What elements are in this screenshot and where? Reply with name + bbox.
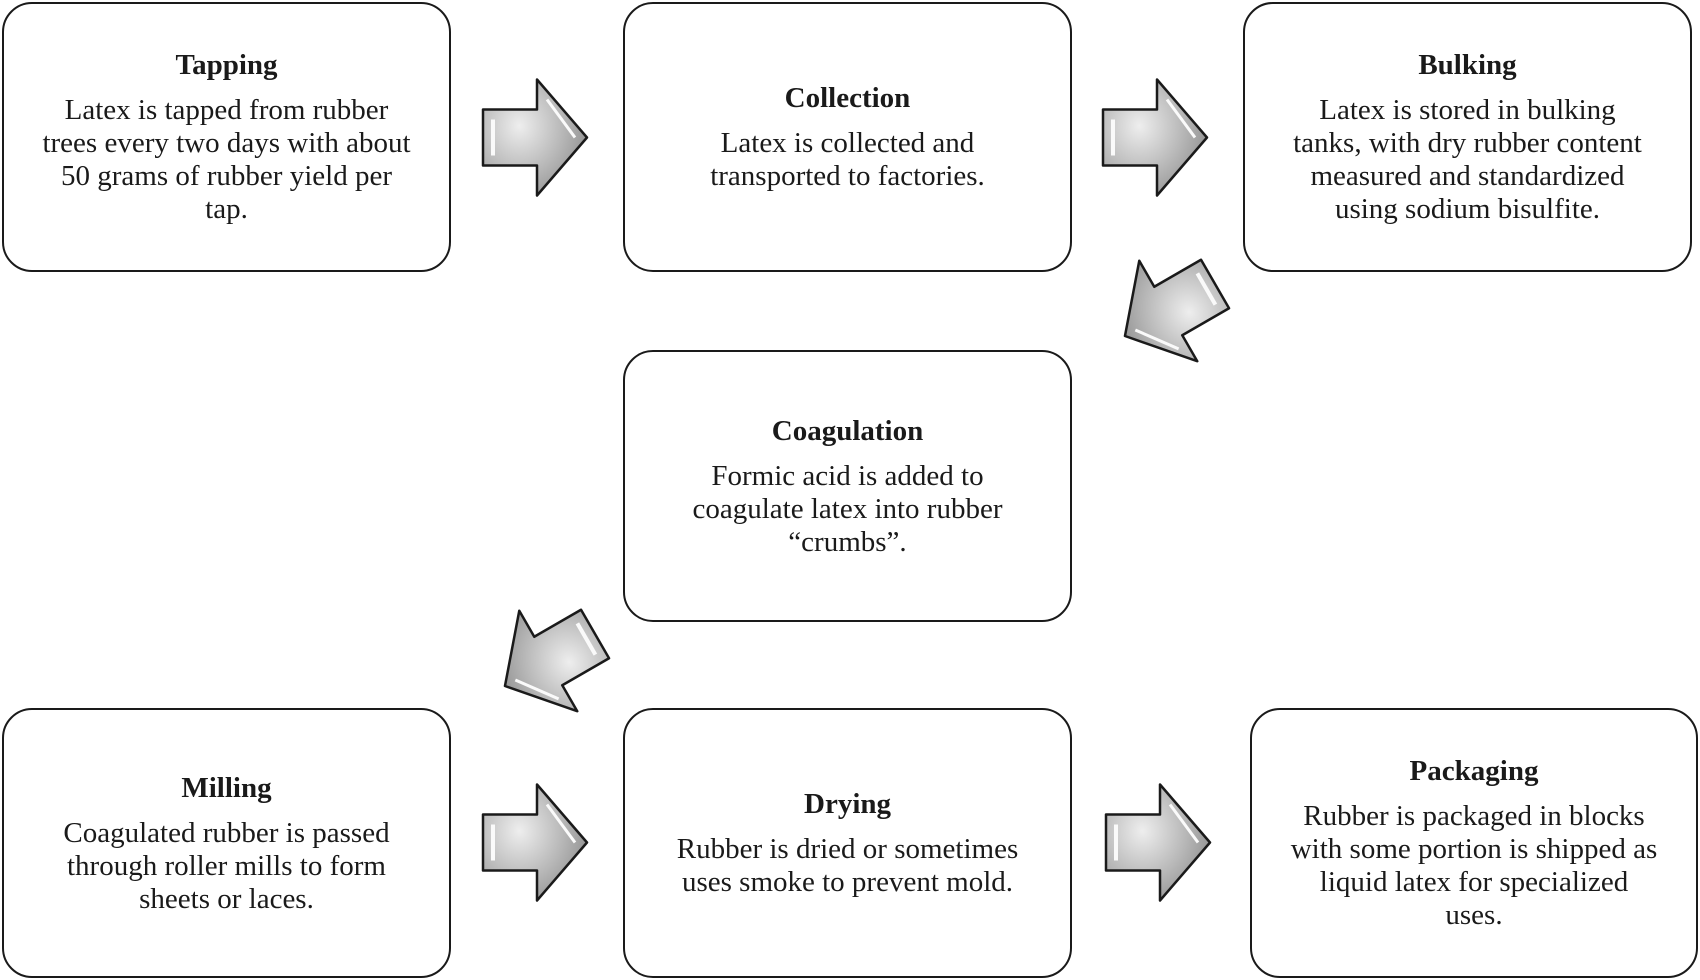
step-description: Latex is stored in bulking tanks, with d… bbox=[1293, 94, 1642, 226]
desc-line: uses smoke to prevent mold. bbox=[681, 866, 1014, 898]
desc-line: Latex is collected and bbox=[720, 127, 975, 159]
desc-line: 50 grams of rubber yield per bbox=[61, 160, 392, 192]
desc-line: sheets or laces. bbox=[139, 882, 314, 915]
desc-line: Formic acid is added to bbox=[711, 459, 984, 492]
step-title: Packaging bbox=[1409, 755, 1539, 787]
desc-line: using sodium bisulfite. bbox=[1334, 193, 1601, 225]
step-tapping: Tapping Latex is tapped from rubber tree… bbox=[2, 2, 451, 272]
desc-line: trees every two days with about bbox=[42, 127, 411, 159]
arrow-right-icon bbox=[481, 783, 589, 902]
desc-line: coagulate latex into rubber bbox=[692, 492, 1003, 525]
step-drying: Drying Rubber is dried or sometimes uses… bbox=[623, 708, 1072, 978]
desc-line: Coagulated rubber is passed bbox=[63, 816, 390, 849]
desc-line: Latex is stored in bulking bbox=[1319, 94, 1616, 126]
step-milling: Milling Coagulated rubber is passed thro… bbox=[2, 708, 451, 978]
step-title: Drying bbox=[804, 788, 891, 820]
arrow-right-icon bbox=[1101, 78, 1209, 197]
step-packaging: Packaging Rubber is packaged in blocks w… bbox=[1250, 708, 1698, 978]
arrow-right-icon bbox=[1104, 783, 1212, 902]
step-title: Bulking bbox=[1418, 49, 1517, 81]
desc-line: “crumbs”. bbox=[788, 525, 907, 558]
step-title: Tapping bbox=[175, 49, 278, 81]
step-coagulation: Coagulation Formic acid is added to coag… bbox=[623, 350, 1072, 622]
step-description: Coagulated rubber is passed through roll… bbox=[63, 817, 389, 916]
desc-line: transported to factories. bbox=[710, 160, 985, 192]
step-title: Collection bbox=[784, 82, 911, 114]
step-title: Milling bbox=[181, 771, 272, 804]
desc-line: tap. bbox=[205, 193, 248, 225]
desc-line: liquid latex for specialized bbox=[1319, 866, 1629, 898]
desc-line: measured and standardized bbox=[1310, 160, 1625, 192]
step-title: Coagulation bbox=[771, 414, 924, 447]
arrow-down-left-icon bbox=[503, 608, 611, 713]
step-description: Rubber is dried or sometimes uses smoke … bbox=[677, 833, 1019, 899]
step-description: Latex is collected and transported to fa… bbox=[710, 127, 985, 193]
step-description: Rubber is packaged in blocks with some p… bbox=[1291, 800, 1658, 932]
desc-line: through roller mills to form bbox=[67, 849, 386, 882]
desc-line: uses. bbox=[1445, 899, 1503, 931]
arrow-right-icon bbox=[481, 78, 589, 197]
desc-line: Latex is tapped from rubber bbox=[64, 94, 389, 126]
step-bulking: Bulking Latex is stored in bulking tanks… bbox=[1243, 2, 1692, 272]
desc-line: tanks, with dry rubber content bbox=[1293, 127, 1642, 159]
desc-line: with some portion is shipped as bbox=[1290, 833, 1658, 865]
desc-line: Rubber is packaged in blocks bbox=[1303, 800, 1645, 832]
step-description: Formic acid is added to coagulate latex … bbox=[692, 460, 1002, 559]
arrow-down-left-icon bbox=[1123, 258, 1231, 363]
step-description: Latex is tapped from rubber trees every … bbox=[42, 94, 410, 226]
step-collection: Collection Latex is collected and transp… bbox=[623, 2, 1072, 272]
desc-line: Rubber is dried or sometimes bbox=[676, 833, 1019, 865]
